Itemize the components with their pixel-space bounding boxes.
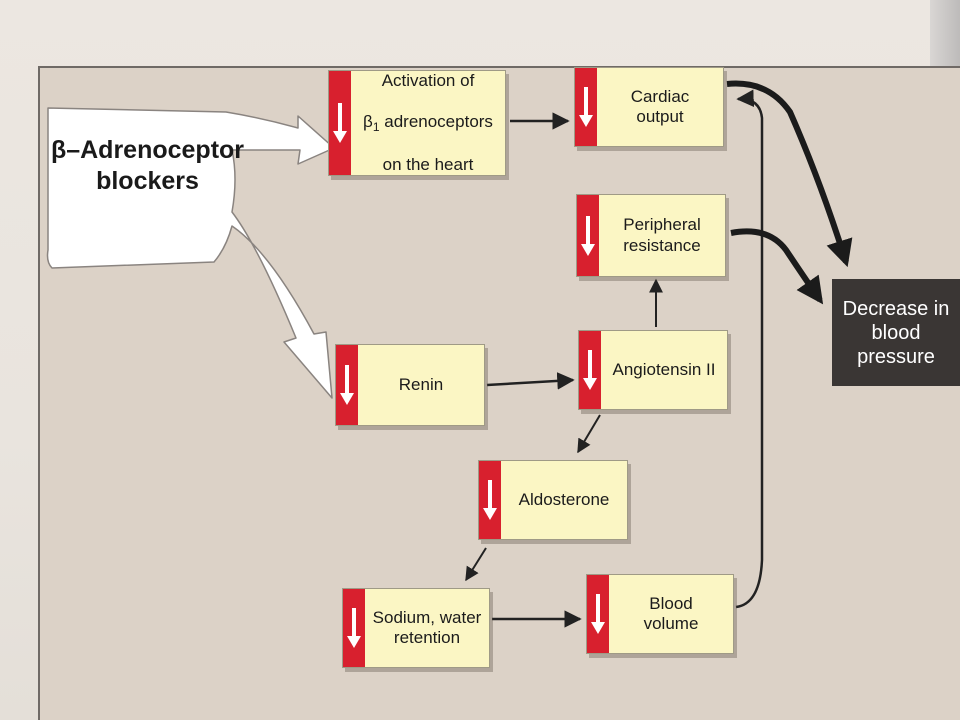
down-arrow-icon (581, 215, 595, 256)
node-label: Renin (398, 374, 444, 394)
node-label: Peripheral resistance (623, 215, 701, 255)
arrow-volume-to-cardiac (735, 89, 764, 609)
decrease-indicator (336, 345, 358, 425)
decrease-indicator (479, 461, 501, 539)
beta-symbol: β (363, 111, 373, 131)
decrease-indicator (575, 68, 597, 146)
down-arrow-icon (340, 365, 354, 405)
node-cardiac-output: Cardiac output (574, 67, 724, 147)
drug-callout-shape (46, 107, 335, 399)
node-label-line2: β1 adrenoceptors (363, 112, 493, 134)
node-aldosterone: Aldosterone (478, 460, 628, 540)
decrease-indicator (343, 589, 365, 667)
decrease-indicator (577, 195, 599, 276)
node-label: Activation of β1 adrenoceptors on the he… (353, 71, 503, 175)
node-label-line1: Activation of (381, 71, 475, 91)
down-arrow-icon (591, 594, 605, 634)
decrease-indicator (587, 575, 609, 653)
node-label: Cardiac output (630, 86, 690, 126)
arrow-aldosterone-to-sodium (465, 547, 487, 582)
node-label: Angiotensin II (612, 359, 716, 379)
node-blood-volume: Blood volume (586, 574, 734, 654)
down-arrow-icon (579, 87, 593, 127)
subscript: 1 (372, 119, 380, 134)
node-label: Aldosterone (518, 489, 610, 509)
arrow-renin-to-angiotensin (486, 372, 575, 390)
decrease-indicator (579, 331, 601, 409)
node-renin: Renin (335, 344, 485, 426)
drug-label: β–Adrenoceptor blockers (50, 136, 245, 196)
node-sodium-water-retention: Sodium, water retention (342, 588, 490, 668)
node-label-line3: on the heart (382, 154, 474, 174)
arrow-angiotensin-to-aldosterone (577, 414, 601, 454)
down-arrow-icon (347, 608, 361, 648)
node-beta1-activation: Activation of β1 adrenoceptors on the he… (328, 70, 506, 176)
node-peripheral-resistance: Peripheral resistance (576, 194, 726, 277)
down-arrow-icon (583, 350, 597, 390)
node-label: Sodium, water retention (372, 607, 482, 647)
node-label-rest: adrenoceptors (384, 111, 493, 131)
outcome-decrease-blood-pressure: Decrease in blood pressure (832, 279, 960, 386)
node-label: Blood volume (643, 593, 699, 633)
down-arrow-icon (483, 480, 497, 520)
arrow-cardiac-to-outcome (726, 80, 853, 268)
arrow-resistance-to-outcome (730, 228, 824, 305)
down-arrow-icon (333, 103, 347, 143)
node-angiotensin-ii: Angiotensin II (578, 330, 728, 410)
decrease-indicator (329, 71, 351, 175)
drug-callout (46, 107, 335, 399)
